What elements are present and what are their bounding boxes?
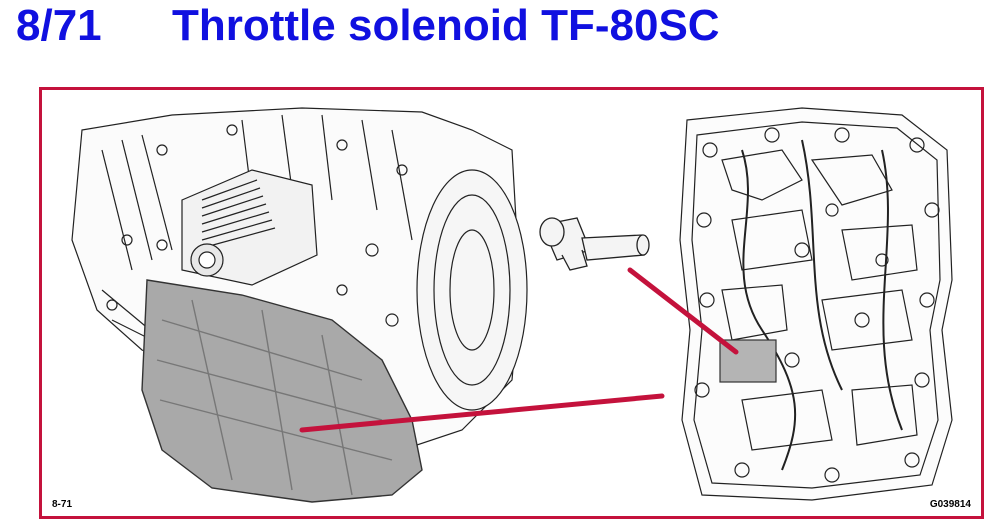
figure-label-left: 8-71 [52, 499, 73, 510]
pointer-line-solenoid [627, 267, 739, 355]
figure-frame: 8-71 G039814 [39, 87, 984, 519]
slide-number: 8/71 [16, 1, 102, 50]
slide-title: Throttle solenoid TF-80SC [172, 1, 720, 50]
control-module [156, 169, 318, 286]
throttle-solenoid-part [539, 217, 650, 271]
figure-label-right: G039814 [929, 499, 971, 510]
valve-body [679, 107, 953, 501]
pointer-line-oil-pan [299, 393, 665, 433]
diagram-illustration [71, 107, 953, 503]
oil-pan [141, 279, 423, 503]
